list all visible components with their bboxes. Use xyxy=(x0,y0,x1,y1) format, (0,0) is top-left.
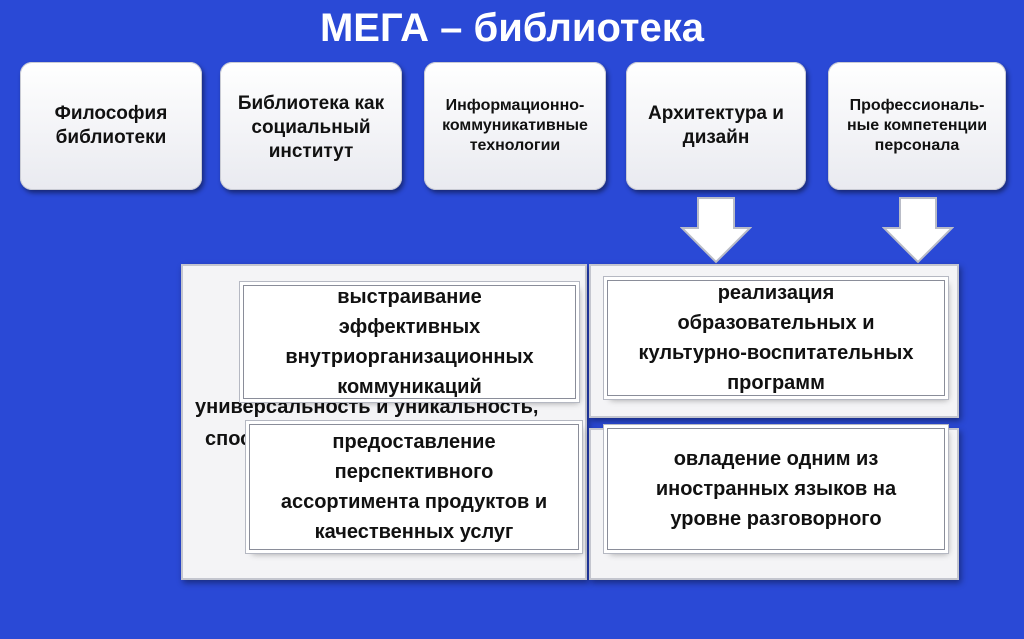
left-panel-behind-text: универсальность и уникальность, xyxy=(195,396,539,418)
box-educational-programs: реализация образовательных и культурно-в… xyxy=(607,280,945,396)
box-architecture: Архитектура и дизайн xyxy=(626,62,806,190)
box-ict-label: Информационно- коммуникативные технологи… xyxy=(442,97,588,154)
box-architecture-label: Архитектура и дизайн xyxy=(648,103,784,148)
box-products-services-label: предоставление перспективного ассортимен… xyxy=(280,431,548,543)
down-arrow-icon xyxy=(882,197,954,264)
box-educational-programs-label: реализация образовательных и культурно-в… xyxy=(638,282,914,394)
down-arrow-icon xyxy=(680,197,752,264)
box-competencies: Профессиональ- ные компетенции персонала xyxy=(828,62,1006,190)
box-ict: Информационно- коммуникативные технологи… xyxy=(424,62,606,190)
box-philosophy: Философия библиотеки xyxy=(20,62,202,190)
box-foreign-language-label: овладение одним из иностранных языков на… xyxy=(655,448,897,530)
box-internal-communications: выстраивание эффективных внутриорганизац… xyxy=(243,285,576,399)
left-panel-behind-text-2: спос xyxy=(205,428,252,450)
box-foreign-language: овладение одним из иностранных языков на… xyxy=(607,428,945,550)
box-internal-communications-label: выстраивание эффективных внутриорганизац… xyxy=(285,286,534,398)
box-social-institute-label: Библиотека как социальный институт xyxy=(237,93,385,162)
box-social-institute: Библиотека как социальный институт xyxy=(220,62,402,190)
box-products-services: предоставление перспективного ассортимен… xyxy=(249,424,579,550)
page-title: МЕГА – библиотека xyxy=(319,6,705,50)
box-competencies-label: Профессиональ- ные компетенции персонала xyxy=(846,97,988,154)
box-philosophy-label: Философия библиотеки xyxy=(54,103,168,148)
